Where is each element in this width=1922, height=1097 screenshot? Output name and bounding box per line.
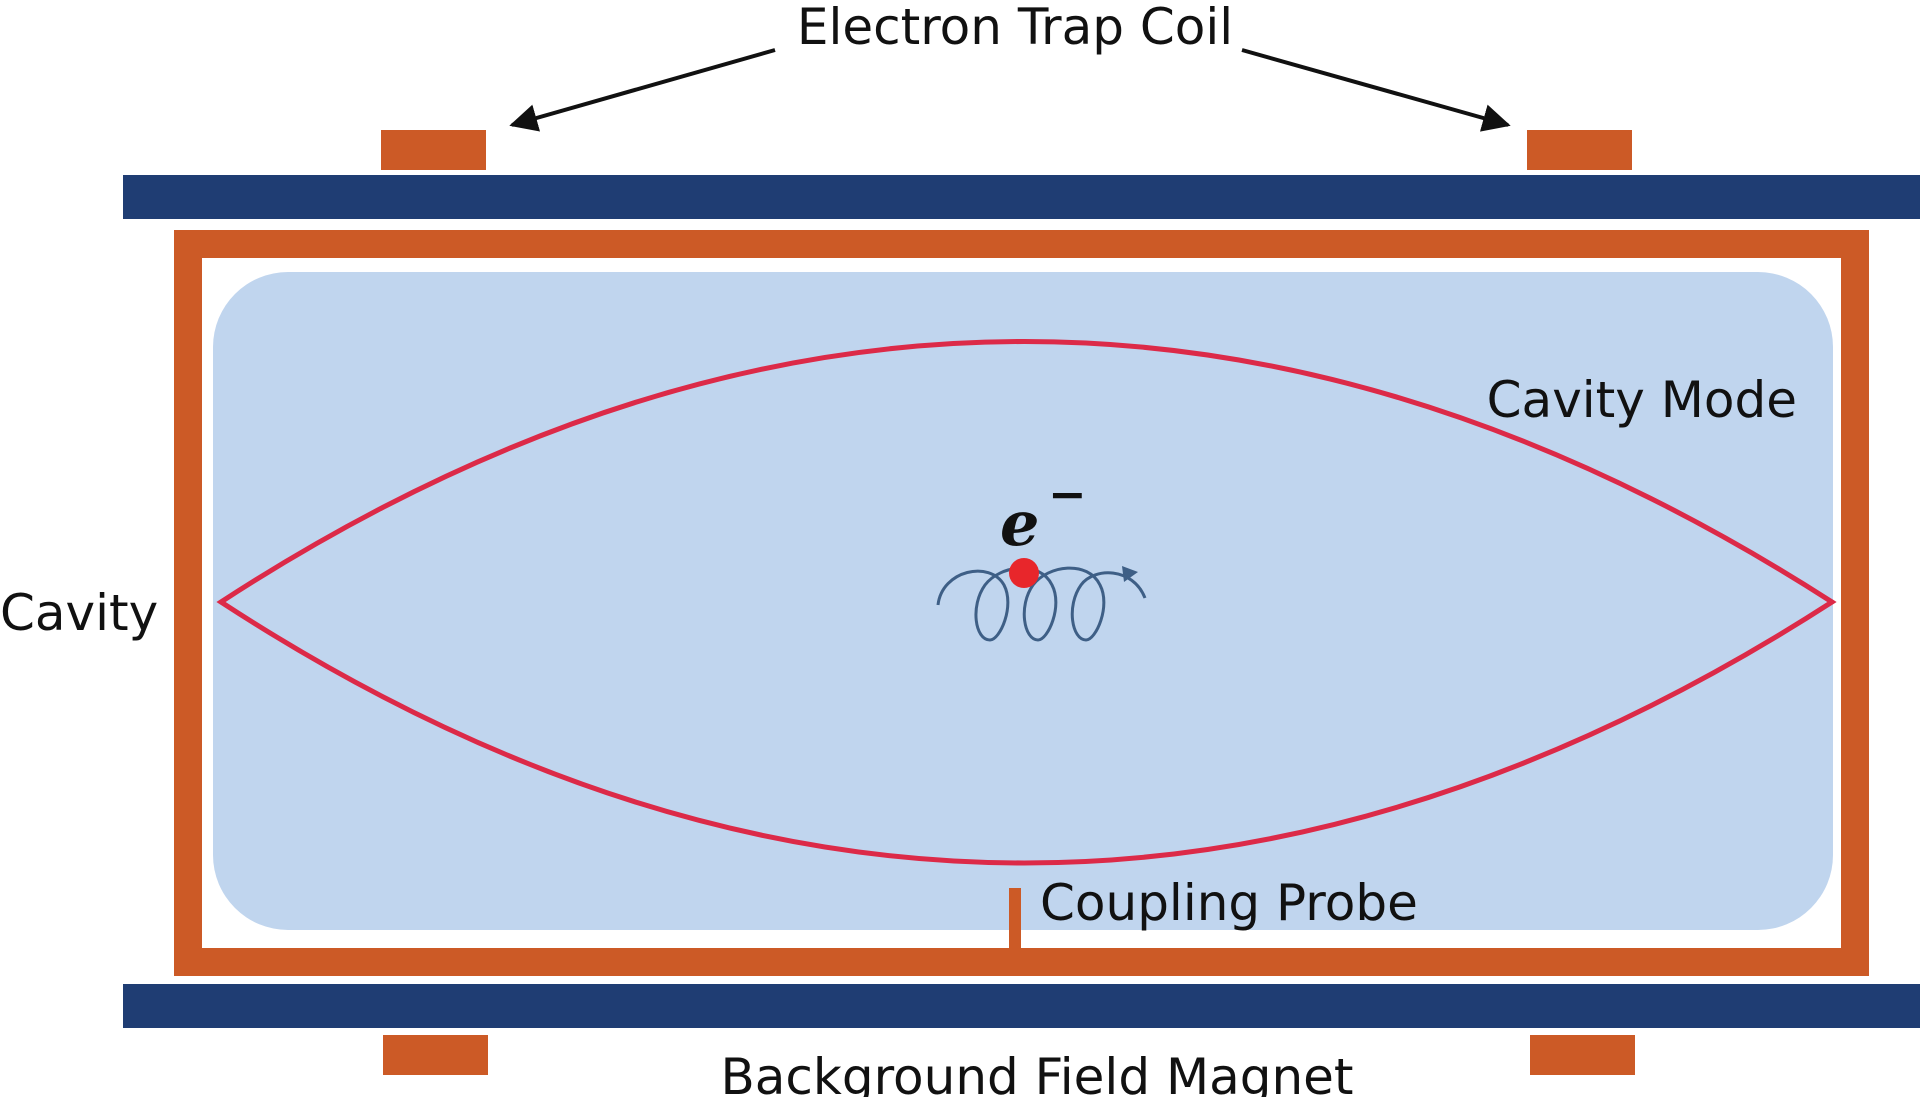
electron-symbol: e	[1000, 487, 1039, 560]
cavity-label: Cavity	[0, 584, 158, 642]
magnet-bar-top	[123, 175, 1920, 219]
field-coil-bottom-right	[1530, 1035, 1635, 1075]
electron-dot	[1009, 558, 1039, 588]
electron-charge-sign: −	[1048, 467, 1087, 521]
field-coil-bottom-left	[383, 1035, 488, 1075]
arrow-to-right-coil	[1241, 48, 1511, 132]
cavity-mode-label: Cavity Mode	[1487, 371, 1797, 429]
helix-direction-arrow-icon	[1122, 566, 1138, 582]
coupling-probe	[1009, 888, 1021, 948]
coupling-probe-label: Coupling Probe	[1040, 874, 1418, 932]
magnet-bar-bottom	[123, 984, 1920, 1028]
electron-helix-path	[936, 566, 1147, 642]
arrow-to-left-coil	[509, 48, 776, 132]
trap-coil-left	[381, 130, 486, 170]
electron-trap-coil-label: Electron Trap Coil	[797, 0, 1233, 56]
trap-coil-right	[1527, 130, 1632, 170]
background-field-magnet-label: Background Field Magnet	[720, 1048, 1353, 1097]
cavity-interior	[213, 272, 1833, 930]
cavity-mode-curve	[216, 339, 1837, 866]
